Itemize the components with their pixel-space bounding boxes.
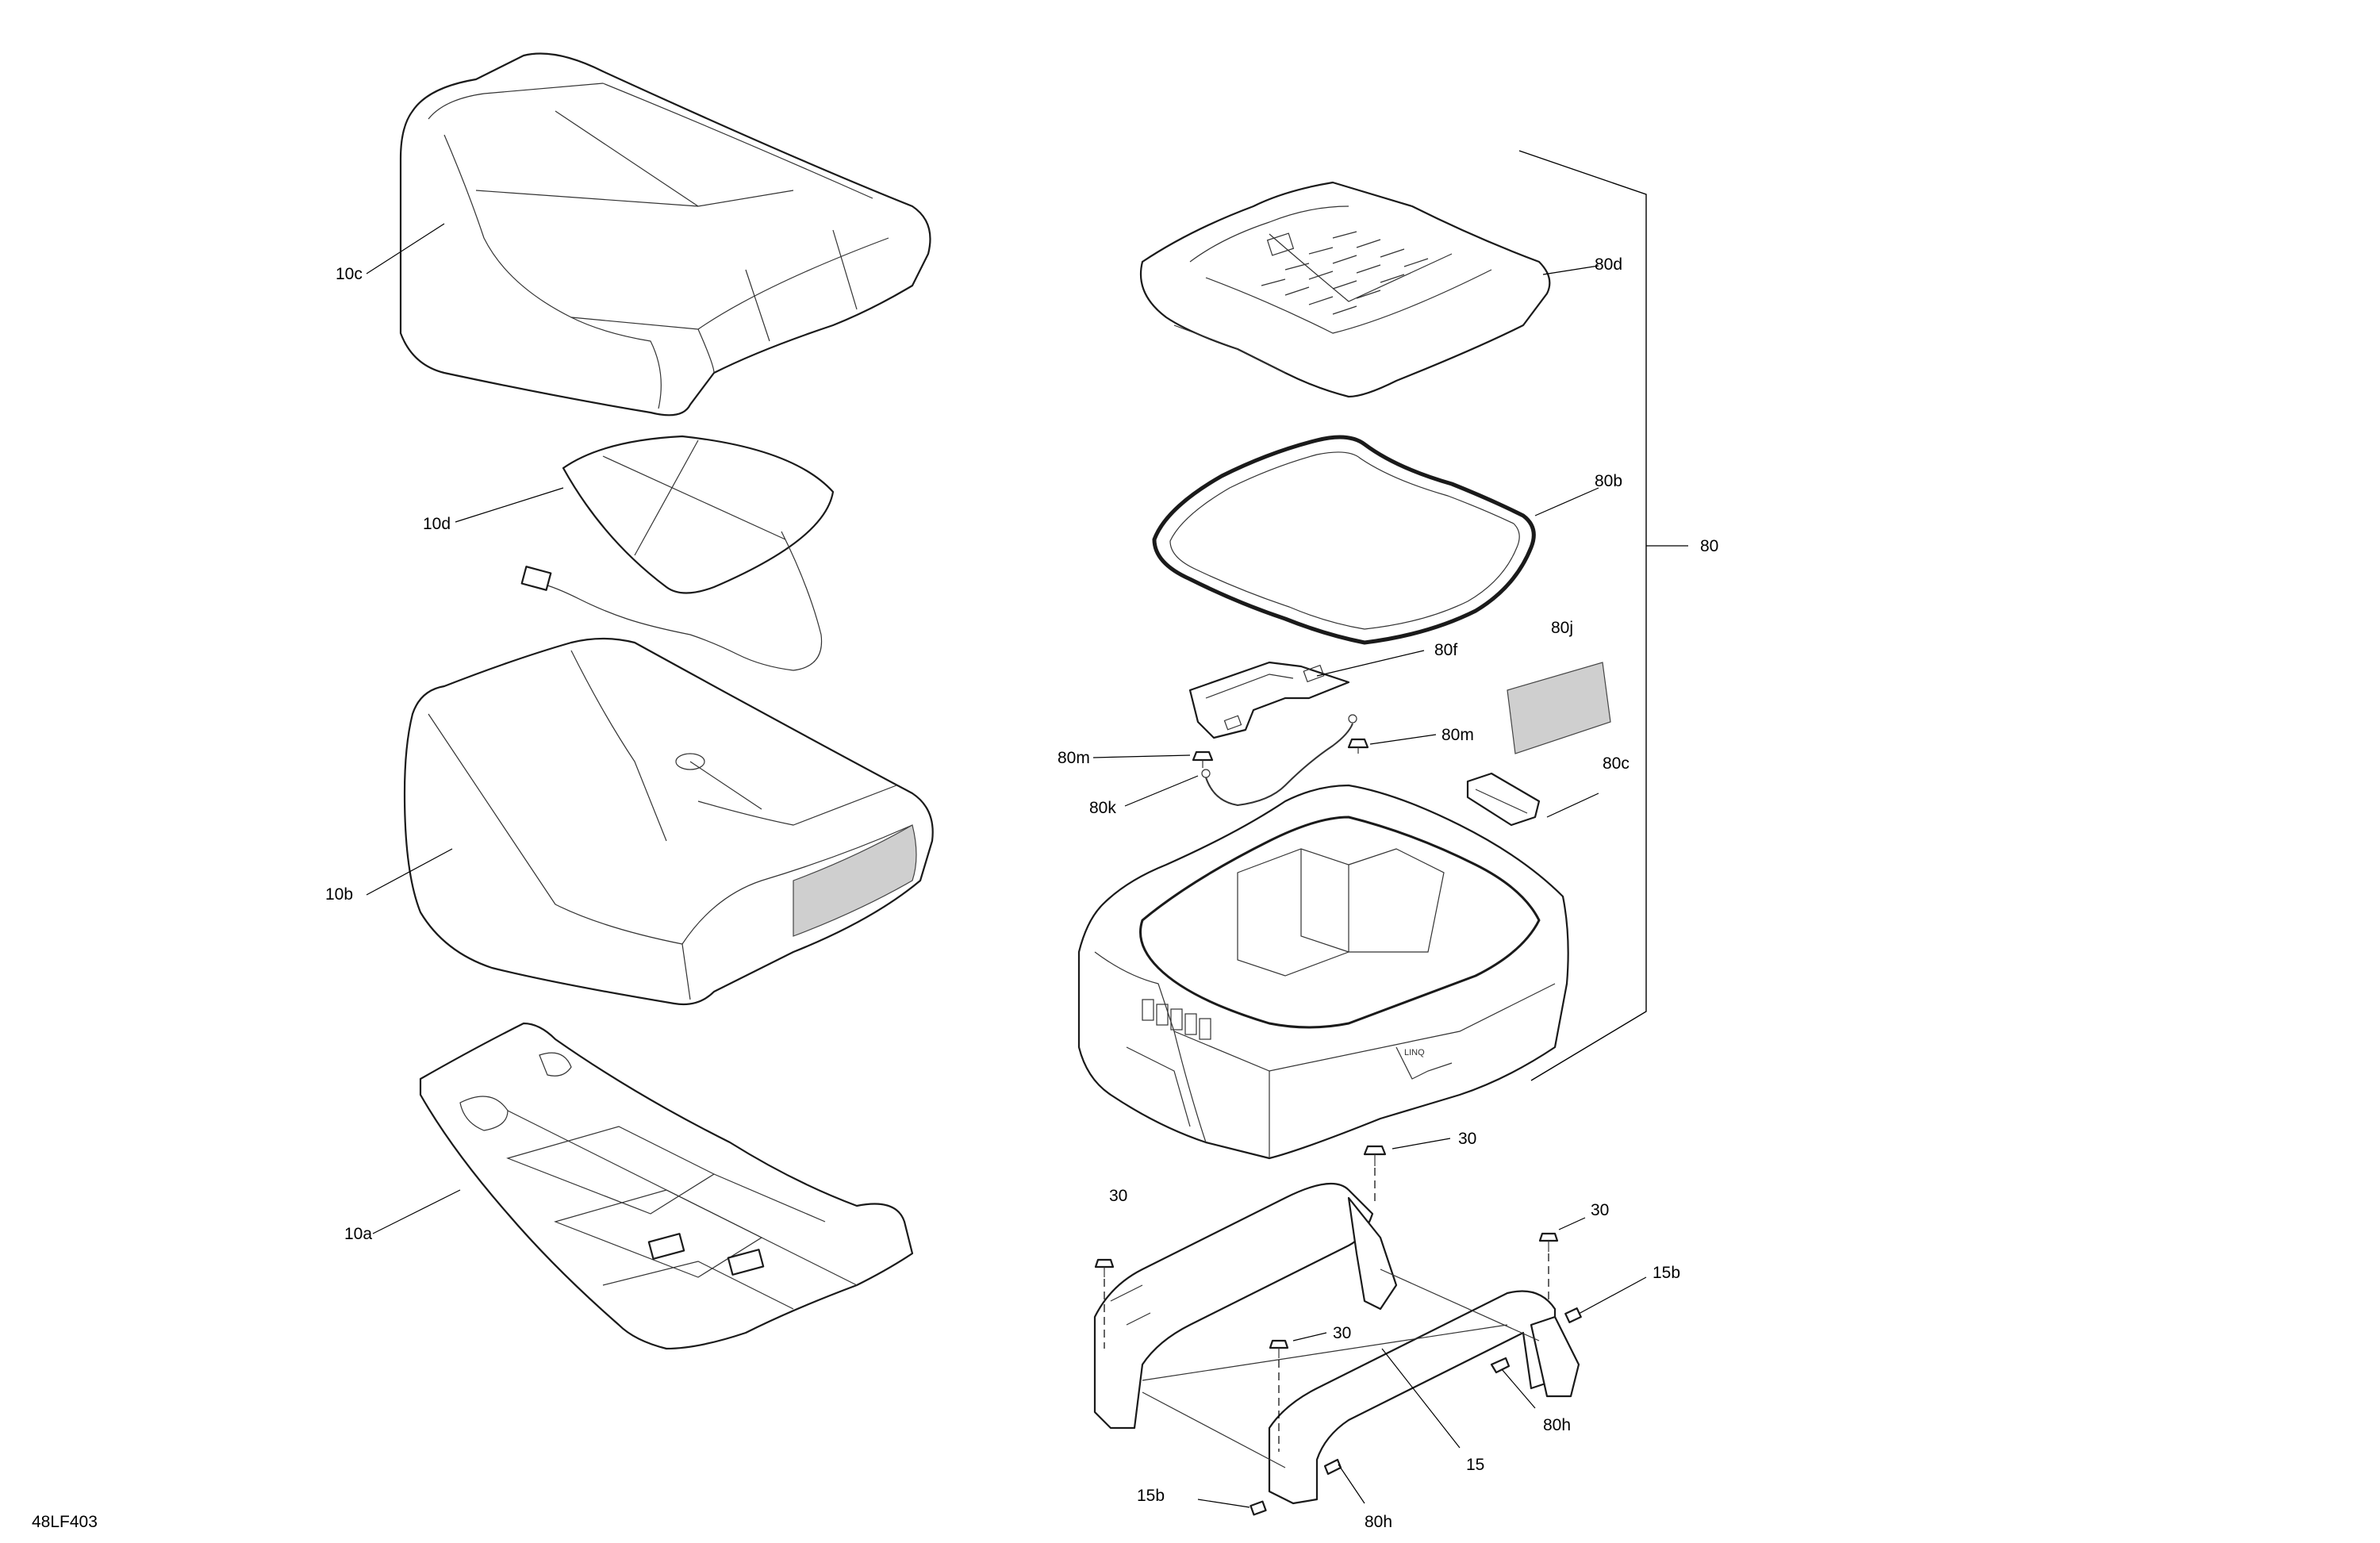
part-ground-screw-right <box>1347 738 1369 754</box>
callout-80k: 80k <box>1089 799 1116 817</box>
part-heater-pad <box>520 435 835 671</box>
callout-30-top: 30 <box>1458 1130 1476 1148</box>
part-nut-15b-right <box>1564 1307 1582 1323</box>
part-screw-30-mid <box>1269 1339 1289 1358</box>
callout-80m-left: 80m <box>1058 749 1090 767</box>
callout-10c: 10c <box>336 265 363 283</box>
callout-80f: 80f <box>1434 641 1457 659</box>
callout-30-right: 30 <box>1591 1201 1609 1219</box>
part-screw-30-right <box>1538 1232 1559 1252</box>
callout-30-left: 30 <box>1109 1187 1127 1205</box>
callout-15: 15 <box>1466 1456 1484 1474</box>
part-mounting-frame <box>1093 1182 1580 1505</box>
callout-10d: 10d <box>423 515 451 533</box>
callout-80m-right: 80m <box>1441 726 1474 744</box>
part-seat-base <box>419 1022 914 1350</box>
callout-80h-right: 80h <box>1543 1416 1571 1434</box>
part-storage-box: LINQ <box>1077 784 1569 1160</box>
callout-80h-left: 80h <box>1365 1513 1392 1531</box>
part-ground-screw-left <box>1192 750 1214 768</box>
group-bracket-80 <box>1518 150 1647 1081</box>
leader-lines <box>366 223 1647 1508</box>
part-storage-lid <box>1139 181 1551 398</box>
part-mount-bracket <box>1188 661 1350 739</box>
callout-15b-left: 15b <box>1137 1487 1165 1505</box>
part-seat-foam <box>403 637 934 1006</box>
callout-10b: 10b <box>325 885 353 904</box>
part-gasket <box>1152 435 1536 645</box>
callout-80d: 80d <box>1595 255 1622 274</box>
part-seat-cover <box>399 52 931 416</box>
part-nut-15b-left <box>1250 1500 1267 1516</box>
part-screw-30-top <box>1363 1145 1387 1166</box>
callout-80: 80 <box>1700 537 1718 555</box>
part-bolt-80h-left <box>1323 1458 1342 1476</box>
callout-80b: 80b <box>1595 472 1622 490</box>
callout-labels: 10c 10d 10b 10a 80d 80b 80 80j 80f 80m 8… <box>32 255 1718 1531</box>
callout-80j: 80j <box>1551 619 1573 637</box>
svg-text:LINQ: LINQ <box>1404 1048 1425 1057</box>
part-latch <box>1466 772 1541 827</box>
part-bolt-80h-right <box>1490 1357 1511 1374</box>
part-label <box>1507 662 1611 754</box>
assembly-lines <box>1104 1168 1549 1452</box>
callout-10a: 10a <box>344 1225 372 1243</box>
callout-15b-right: 15b <box>1653 1264 1680 1282</box>
part-screw-30-left <box>1094 1258 1115 1277</box>
drawing-code: 48LF403 <box>32 1513 98 1531</box>
part-ground-wire <box>1201 714 1357 807</box>
callout-80c: 80c <box>1603 754 1630 773</box>
callout-30-mid: 30 <box>1333 1324 1351 1342</box>
